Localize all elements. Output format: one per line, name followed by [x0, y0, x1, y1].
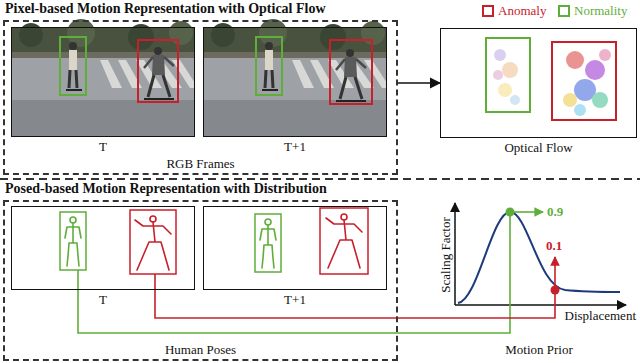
- frame-label: T: [11, 139, 195, 155]
- pose-frame-image-part: [260, 219, 276, 268]
- optical-flow-image-part-part: [566, 51, 584, 69]
- rgb-frame-image-part: [256, 37, 282, 95]
- pose-frame-image-part: [154, 274, 156, 290]
- section-title: Posed-based Motion Representation with D…: [5, 181, 327, 197]
- legend-swatch: [482, 5, 494, 17]
- motion-prior-chart-part: [454, 203, 456, 305]
- pose-frame-image: [203, 206, 387, 290]
- axis-label-holder: Displacement: [565, 308, 636, 324]
- optical-flow-image-part-part: [592, 92, 608, 108]
- pose-frame-image-part: [320, 208, 368, 274]
- optical-flow-image-part: [486, 38, 530, 112]
- axis-label: Displacement: [565, 308, 636, 324]
- axis-label-holder: Scaling Factor: [438, 217, 454, 292]
- motion-prior-chart-part: [554, 257, 556, 286]
- motion-prior-chart-part: [455, 304, 626, 306]
- frame-label-holder: T+1: [203, 292, 387, 308]
- rgb-frame-image-part: [60, 37, 86, 95]
- connector: [78, 290, 440, 333]
- value-label: 0.1: [546, 238, 562, 254]
- pose-frame-image-part: [11, 206, 195, 290]
- rgb-frame-image-part: [144, 47, 174, 99]
- distribution-chart: Motion Prior: [440, 198, 638, 361]
- optical-flow-image-part-part: [563, 93, 577, 107]
- optical-flow-image-part-part: [599, 49, 611, 61]
- optical-flow-image-part: [440, 28, 637, 138]
- rgb-frame-image-part: [138, 40, 178, 102]
- pose-frame-image-part: [65, 217, 81, 266]
- caption-label-holder: Motion Prior: [440, 342, 638, 358]
- rgb-frame-image: [203, 19, 387, 137]
- value-label-holder: 0.1: [546, 238, 562, 254]
- motion-prior-chart-part: [506, 208, 515, 217]
- video-frame: T: [11, 27, 195, 137]
- optical-flow-image-part-part: [574, 104, 586, 116]
- frame-label-holder: T: [11, 139, 195, 155]
- rgb-frame-image-part: [336, 49, 366, 101]
- legend-text-holder: Normality: [574, 3, 627, 19]
- section-title: Pixel-based Motion Representation with O…: [5, 1, 326, 17]
- value-label-holder: 0.9: [547, 204, 563, 220]
- pose-frame-image-part: [135, 216, 171, 270]
- optical-flow-image: [440, 28, 637, 138]
- connector: [155, 290, 440, 318]
- pose-frame: T+1: [203, 206, 387, 290]
- caption-label: Motion Prior: [440, 342, 638, 358]
- optical-flow-image-part-part: [502, 62, 518, 78]
- caption-label-holder: Human Poses: [3, 342, 398, 358]
- legend-text: Anomaly: [498, 3, 546, 19]
- motion-prior-chart-part: [514, 211, 543, 213]
- optical-flow-image-part-part: [585, 60, 605, 80]
- pose-frame-image: [11, 206, 195, 290]
- pose-frame-image-part: [326, 214, 362, 268]
- flow-map: Optical Flow: [440, 28, 637, 138]
- pose-frame-image-part: [255, 214, 281, 272]
- caption-label: Human Poses: [3, 342, 398, 358]
- pose-frame-image-part: [130, 210, 176, 274]
- pose-frame-image-part: [77, 270, 79, 290]
- video-frame: T+1: [203, 27, 387, 137]
- legend-text-holder: Anomaly: [498, 3, 546, 19]
- value-label: 0.9: [547, 204, 563, 220]
- rgb-frame-image: [11, 19, 195, 137]
- optical-flow-image-part-part: [493, 70, 503, 80]
- frame-label: Optical Flow: [440, 140, 637, 156]
- rgb-frame-image-part: [330, 40, 372, 104]
- caption-label-holder: RGB Frames: [3, 156, 398, 172]
- frame-label: T+1: [203, 292, 387, 308]
- frame-label: T: [11, 292, 195, 308]
- optical-flow-image-part-part: [510, 95, 520, 105]
- motion-prior-chart-part: [440, 294, 555, 318]
- caption-label: RGB Frames: [3, 156, 398, 172]
- frame-label: T+1: [203, 139, 387, 155]
- connector: [398, 82, 440, 84]
- dashed-panel: Posed-based Motion Representation with D…: [3, 200, 398, 361]
- pose-frame-image-part: [60, 212, 86, 270]
- pose-frame: T: [11, 206, 195, 290]
- frame-label-holder: T+1: [203, 139, 387, 155]
- frame-label-holder: T: [11, 292, 195, 308]
- rgb-frame-image-part: [11, 19, 195, 137]
- dashed-panel: Pixel-based Motion Representation with O…: [3, 20, 398, 175]
- optical-flow-image-part: [552, 42, 616, 120]
- rgb-frame-image-part: [262, 42, 278, 90]
- motion-prior-chart-part: [458, 212, 620, 303]
- legend-text: Normality: [574, 3, 627, 19]
- frame-label-holder: Optical Flow: [440, 140, 637, 156]
- axis-label: Scaling Factor: [438, 217, 454, 292]
- motion-prior-chart-part: [551, 286, 560, 295]
- rgb-frame-image-part: [203, 19, 387, 137]
- pose-frame-image-part: [203, 206, 387, 290]
- section-title-holder: Pixel-based Motion Representation with O…: [5, 1, 326, 17]
- optical-flow-image-part-part: [498, 83, 512, 97]
- section-separator: [0, 178, 640, 180]
- legend-swatch: [558, 5, 570, 17]
- rgb-frame-image-part: [66, 42, 82, 90]
- section-title-holder: Posed-based Motion Representation with D…: [5, 181, 327, 197]
- optical-flow-image-part-part: [494, 49, 506, 61]
